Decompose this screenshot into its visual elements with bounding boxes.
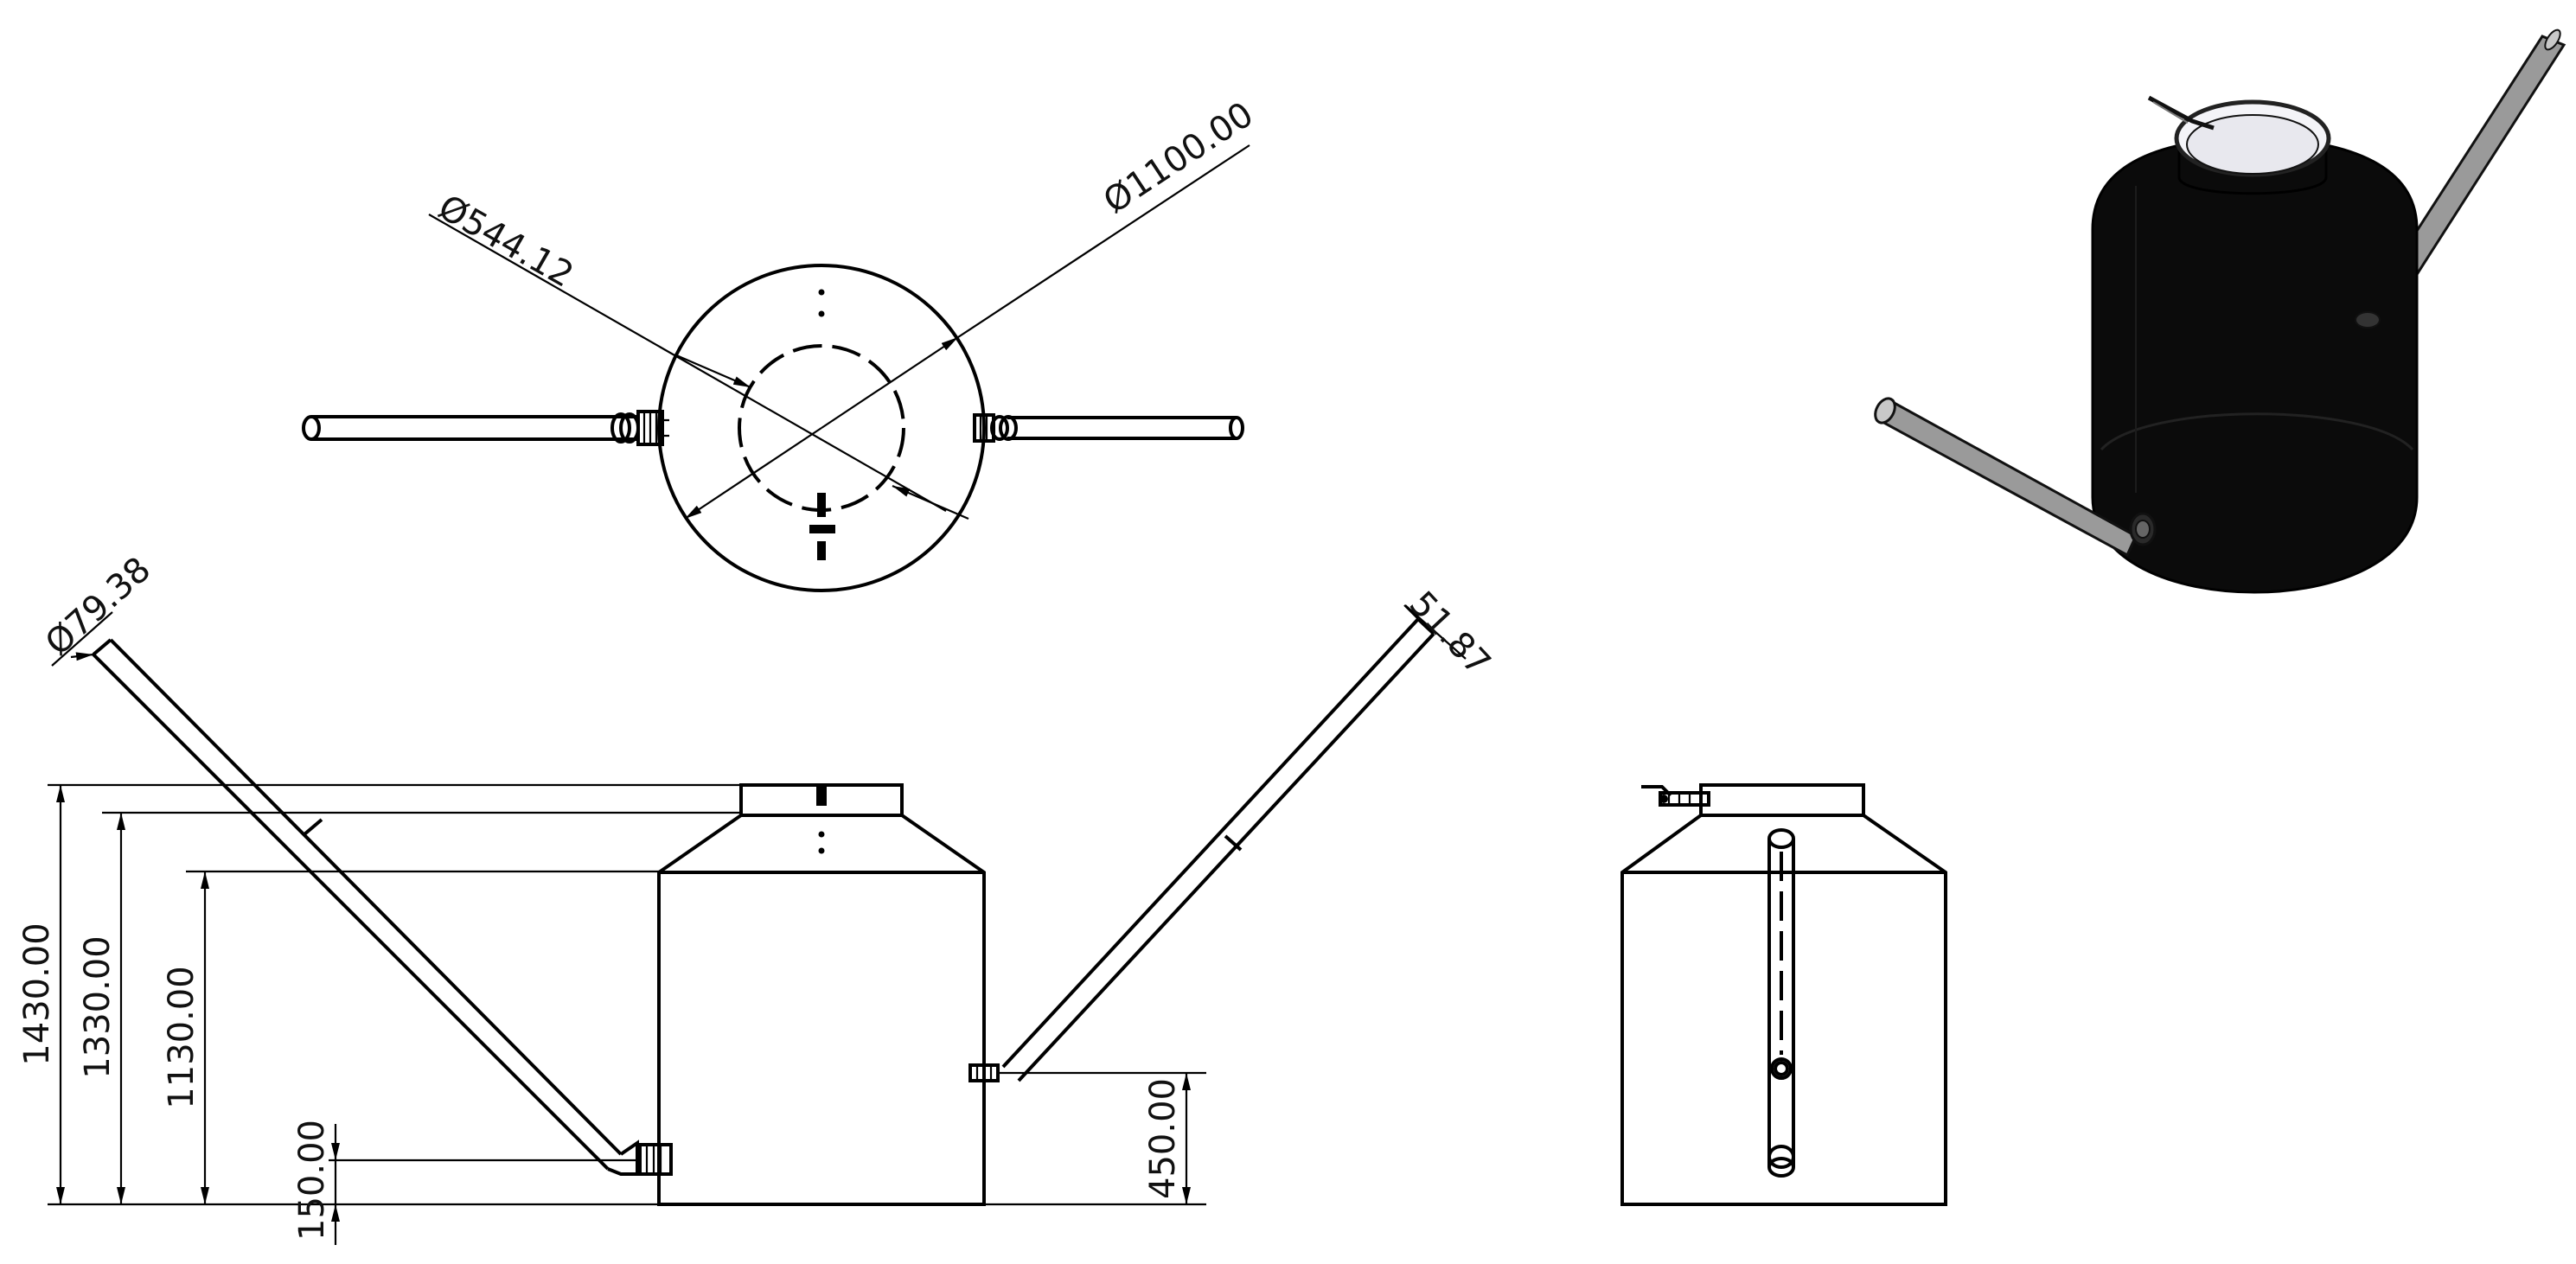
top-right-pipe: [973, 413, 1244, 443]
front-view: Ø79.38 51.87 1430.00 1330.00: [17, 550, 1498, 1245]
dimension-shoulder-height: 1330.00: [78, 813, 125, 1204]
top-view-details: [809, 289, 835, 560]
dimension-body-height: 1130.00: [162, 871, 209, 1204]
side-view: [1620, 783, 1947, 1206]
tank-side-outline: [1620, 783, 1947, 1206]
dimension-inner-diameter: Ø544.12: [428, 188, 969, 520]
height-extension-lines: [48, 783, 1206, 1206]
dim-pipe-size-right-text: 51.87: [1402, 584, 1499, 683]
front-left-pipe: [92, 638, 673, 1176]
side-vertical-pipe: [1767, 828, 1795, 1178]
dim-shoulder-height-text: 1330.00: [78, 935, 118, 1078]
dim-outer-diameter-text: Ø1100.00: [1096, 94, 1261, 221]
tank-outer-circle: [657, 264, 986, 592]
isometric-view: [1874, 29, 2566, 594]
top-left-pipe: [302, 410, 669, 446]
tank-front-outline: [657, 783, 986, 1206]
iso-pipe-left: [1874, 397, 2157, 558]
dim-pipe-diameter-text: Ø79.38: [38, 550, 158, 664]
dimension-inlet-height: 450.00: [1143, 1073, 1191, 1204]
iso-neck-opening: [2147, 95, 2331, 195]
dimension-pipe-size-right: 51.87: [1402, 584, 1499, 683]
dim-total-height-text: 1430.00: [17, 922, 57, 1065]
front-neck-fitting: [816, 787, 827, 854]
dim-body-height-text: 1130.00: [162, 966, 201, 1108]
dimension-total-height: 1430.00: [17, 785, 65, 1204]
dim-inlet-height-text: 450.00: [1143, 1078, 1183, 1199]
dimension-outer-diameter: Ø1100.00: [684, 94, 1261, 520]
side-top-valve: [1641, 785, 1710, 807]
dim-outlet-height-text: 150.00: [292, 1120, 332, 1241]
top-view: Ø544.12 Ø1100.00: [302, 94, 1261, 592]
dimension-outlet-height: 150.00: [292, 1120, 340, 1245]
front-right-pipe: [968, 617, 1435, 1082]
dim-inner-diameter-text: Ø544.12: [431, 188, 580, 296]
